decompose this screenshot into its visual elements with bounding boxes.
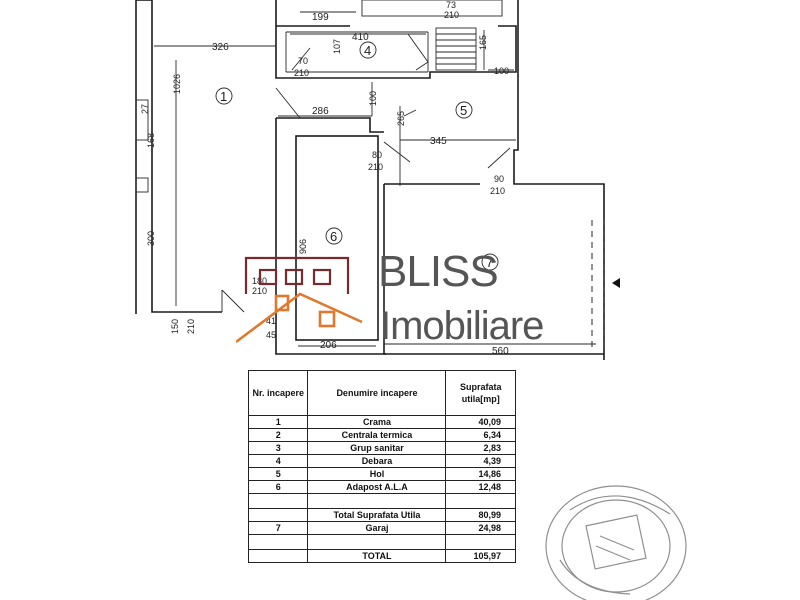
dim-210-b: 210 <box>368 162 383 172</box>
table-header: Nr. incapere Denumire incapere Suprafata… <box>247 370 516 416</box>
dim-206: 206 <box>320 340 337 351</box>
dim-100-mid: 100 <box>368 91 378 106</box>
dim-560: 560 <box>492 346 509 357</box>
room-4-label: 4 <box>364 43 371 58</box>
walls <box>135 0 620 360</box>
dimension-lines <box>154 11 596 347</box>
dim-210-e: 210 <box>186 319 196 334</box>
table-row: 7 Garaj 24,98 <box>247 521 516 535</box>
dim-165: 165 <box>478 35 488 50</box>
room-5-label: 5 <box>460 103 467 118</box>
brand-subtitle: Imobiliare <box>380 304 544 348</box>
stamp-icon <box>545 485 687 600</box>
dim-210-a: 210 <box>294 68 309 78</box>
room-numbers: 1 4 5 6 7 <box>215 41 499 271</box>
dim-210-top: 210 <box>444 10 459 20</box>
dim-210-d: 210 <box>252 286 267 296</box>
dim-100-right: 100 <box>494 66 509 76</box>
dim-150: 150 <box>170 319 180 334</box>
table-row: 4 Debara 4,39 <box>247 454 516 468</box>
table-spacer <box>247 493 516 509</box>
table-row: 2 Centrala termica 6,34 <box>247 428 516 442</box>
room-7-label: 7 <box>486 255 493 270</box>
dim-80: 80 <box>372 150 382 160</box>
header-nr: Nr. incapere <box>247 370 309 416</box>
dim-70: 70 <box>298 56 308 66</box>
area-table: Nr. incapere Denumire incapere Suprafata… <box>247 370 516 563</box>
dim-168: 168 <box>146 133 156 148</box>
dim-265: 265 <box>396 111 406 126</box>
brand-name: BLISS <box>378 247 499 296</box>
dim-199: 199 <box>312 12 329 23</box>
dim-41: 41 <box>266 316 276 326</box>
table-row: 1 Crama 40,09 <box>247 415 516 429</box>
dim-90: 90 <box>494 174 504 184</box>
dim-300: 300 <box>146 231 156 246</box>
dim-286: 286 <box>312 106 329 117</box>
room-6-label: 6 <box>330 229 337 244</box>
dim-45: 45 <box>266 330 276 340</box>
dim-410: 410 <box>352 32 369 43</box>
dim-73: 73 <box>446 0 456 10</box>
dim-326: 326 <box>212 42 229 53</box>
bliss-logo-icon <box>236 256 363 344</box>
table-subtotal-row: Total Suprafata Utila 80,99 <box>247 508 516 522</box>
dim-345: 345 <box>430 136 447 147</box>
dim-27: 27 <box>140 104 150 114</box>
dim-906: 906 <box>298 239 308 254</box>
table-spacer <box>247 534 516 550</box>
dim-107: 107 <box>332 39 342 54</box>
header-name: Denumire incapere <box>307 370 447 416</box>
table-total-row: TOTAL 105,97 <box>247 549 516 563</box>
room-1-label: 1 <box>220 89 227 104</box>
table-row: 3 Grup sanitar 2,83 <box>247 441 516 455</box>
table-row: 5 Hol 14,86 <box>247 467 516 481</box>
dim-210-c: 210 <box>490 186 505 196</box>
stairs <box>435 27 477 71</box>
dimension-labels: 199 73 210 326 410 107 165 100 70 210 10… <box>140 0 509 357</box>
header-area: Suprafata utila[mp] <box>445 370 516 416</box>
dim-1026: 1026 <box>172 74 182 94</box>
table-row: 6 Adapost A.L.A 12,48 <box>247 480 516 494</box>
